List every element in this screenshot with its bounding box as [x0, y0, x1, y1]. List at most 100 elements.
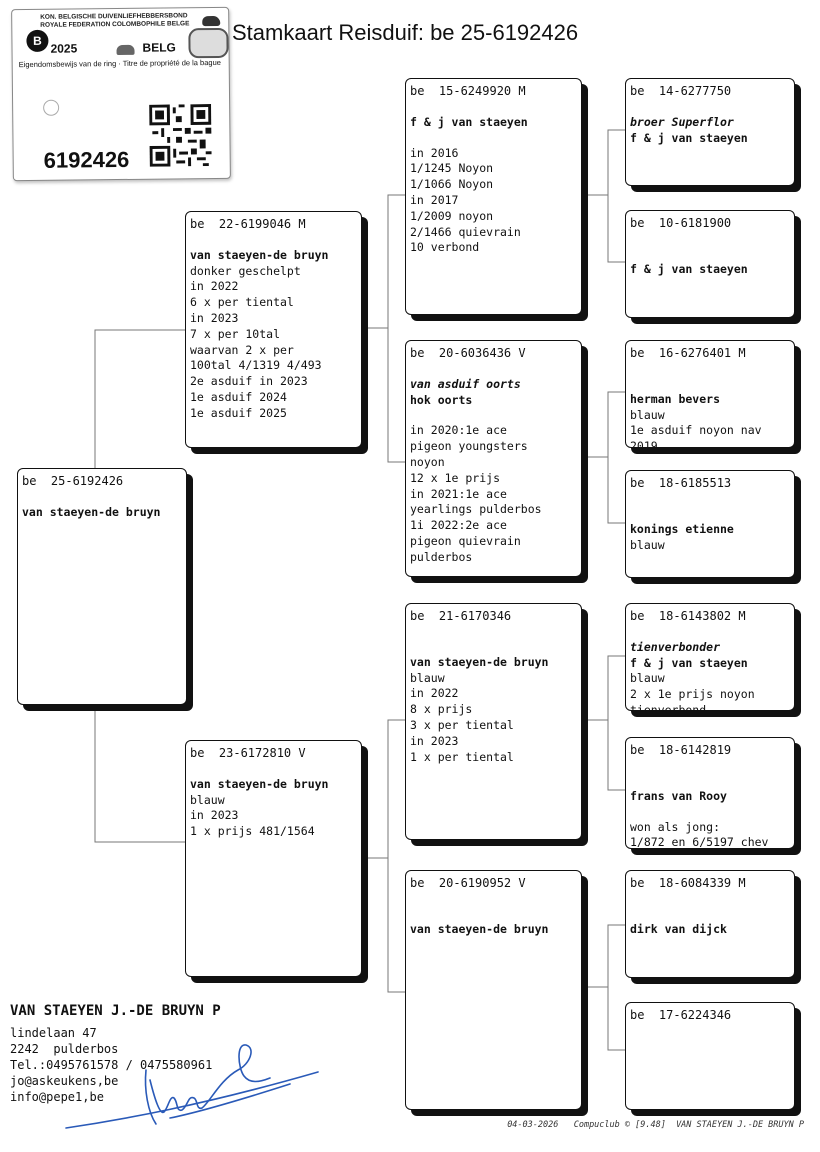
hole-icon: [43, 99, 60, 116]
pigeon-note: tienverbonder: [630, 639, 721, 654]
pigeon-detail: blauw: [190, 792, 225, 807]
pigeon-note: broer Superflor: [630, 114, 734, 129]
pigeon-detail: 2e asduif in 2023: [190, 374, 308, 389]
breeder-name: herman bevers: [630, 391, 721, 406]
ring-number: be 18-6143802 M: [630, 609, 746, 623]
ring-number: be 15-6249920 M: [410, 84, 526, 98]
pigeon-detail: 8 x prijs: [410, 702, 473, 717]
qr-code-icon: [149, 104, 212, 167]
spacer: [410, 892, 577, 907]
breeder-name: frans van Rooy: [630, 788, 727, 803]
pigeon-detail: blauw: [630, 407, 665, 422]
ring-number: be 23-6172810 V: [190, 746, 306, 760]
breeder-name: f & j van staeyen: [630, 655, 748, 670]
pigeon-detail: 12 x 1e prijs: [410, 470, 501, 485]
pigeon-detail: waarvan 2 x per: [190, 342, 294, 357]
spacer: [630, 377, 790, 392]
breeder-name: van staeyen-de bruyn: [22, 504, 161, 519]
pigeon-detail: in 2021:1e ace: [410, 486, 507, 501]
owner-block: VAN STAEYEN J.-DE BRUYN P lindelaan 47 2…: [10, 1003, 221, 1105]
pigeon-detail: pigeon youngsters: [410, 439, 528, 454]
spacer: [410, 100, 577, 115]
federation-logo-icon: B: [26, 29, 49, 52]
breeder-name: f & j van staeyen: [630, 130, 748, 145]
spacer: [630, 1024, 790, 1039]
pigeon-detail: in 2023: [190, 310, 239, 325]
pigeon-detail: 1e asduif 2025: [190, 405, 287, 420]
spacer: [630, 759, 790, 774]
spacer: [630, 774, 790, 789]
owner-name: VAN STAEYEN J.-DE BRUYN P: [10, 1003, 221, 1019]
spacer: [410, 640, 577, 655]
pedigree-box-mmm: be 17-6224346: [625, 1002, 795, 1110]
spacer: [630, 362, 790, 377]
spacer: [630, 492, 790, 507]
ring-card-subtitle: Eigendomsbewijs van de ring · Titre de p…: [18, 57, 221, 70]
ring-number: be 22-6199046 M: [190, 217, 306, 231]
ring-number: be 10-6181900: [630, 216, 732, 230]
crown-icon: [116, 44, 135, 56]
pigeon-detail: 2/1466 quievrain: [410, 224, 521, 239]
pigeon-detail: blauw: [630, 537, 665, 552]
pigeon-detail: 3 x per tiental: [410, 717, 514, 732]
spacer: [630, 892, 790, 907]
seal-icon: [188, 27, 229, 59]
spacer: [630, 507, 790, 522]
pedigree-box-subject: be 25-6192426 van staeyen-de bruyn: [17, 468, 187, 705]
pigeon-detail: 1/2009 noyon: [410, 208, 494, 223]
pigeon-detail: 7 x per 10tal: [190, 326, 281, 341]
pigeon-detail: pulderbos: [410, 549, 473, 564]
breeder-name: f & j van staeyen: [410, 114, 528, 129]
breeder-name: f & j van staeyen: [630, 261, 748, 276]
ring-card-year: 2025: [50, 41, 78, 56]
pigeon-detail: in 2016: [410, 145, 459, 160]
spacer: [630, 232, 790, 247]
signature-icon: [65, 1044, 319, 1129]
pigeon-note: van asduif oorts: [410, 376, 521, 391]
pigeon-detail: yearlings pulderbos: [410, 502, 542, 517]
pigeon-detail: 1e asduif 2024: [190, 389, 287, 404]
pigeon-icon: [202, 15, 221, 27]
spacer: [630, 805, 790, 820]
pedigree-box-mother-mother: be 20-6190952 V van staeyen-de bruyn: [405, 870, 582, 1110]
spacer: [410, 362, 577, 377]
pigeon-detail: 2019: [630, 439, 658, 448]
ring-card-number: 6192426: [43, 146, 130, 173]
ring-number: be 25-6192426: [22, 474, 124, 488]
pigeon-detail: blauw: [410, 670, 445, 685]
footer-text: 04-03-2026 Compuclub © [9.48] VAN STAEYE…: [507, 1120, 804, 1130]
ring-number: be 20-6190952 V: [410, 876, 526, 890]
spacer: [630, 907, 790, 922]
breeder-name: van staeyen-de bruyn: [410, 654, 549, 669]
breeder-name: konings etienne: [630, 521, 734, 536]
pigeon-detail: blauw: [630, 671, 665, 686]
breeder-name: van staeyen-de bruyn: [410, 921, 549, 936]
pigeon-detail: donker geschelpt: [190, 263, 301, 278]
pigeon-detail: in 2020:1e ace: [410, 423, 507, 438]
ring-certificate-card: KON. BELGISCHE DUIVENLIEFHEBBERSBOND ROY…: [11, 6, 231, 182]
pigeon-detail: 10 verbond: [410, 240, 480, 255]
pigeon-detail: in 2017: [410, 192, 459, 207]
ring-card-country: BELG: [142, 40, 176, 55]
owner-address: lindelaan 47: [10, 1026, 97, 1040]
pigeon-detail: 2 x 1e prijs noyon: [630, 687, 755, 702]
pigeon-detail: 1i 2022:2e ace: [410, 518, 507, 533]
pedigree-box-father-father: be 15-6249920 M f & j van staeyen in 2016 1…: [405, 78, 582, 315]
pigeon-detail: 6 x per tiental: [190, 295, 294, 310]
breeder-name: hok oorts: [410, 392, 473, 407]
pedigree-box-ffm: be 10-6181900 f & j van staeyen: [625, 210, 795, 318]
spacer: [190, 233, 357, 248]
pigeon-detail: in 2023: [410, 733, 459, 748]
spacer: [410, 131, 577, 146]
pigeon-detail: in 2022: [190, 279, 239, 294]
ring-number: be 21-6170346: [410, 609, 512, 623]
owner-email-2: info@pepe1,be: [10, 1090, 104, 1104]
pigeon-detail: pigeon quievrain: [410, 533, 521, 548]
